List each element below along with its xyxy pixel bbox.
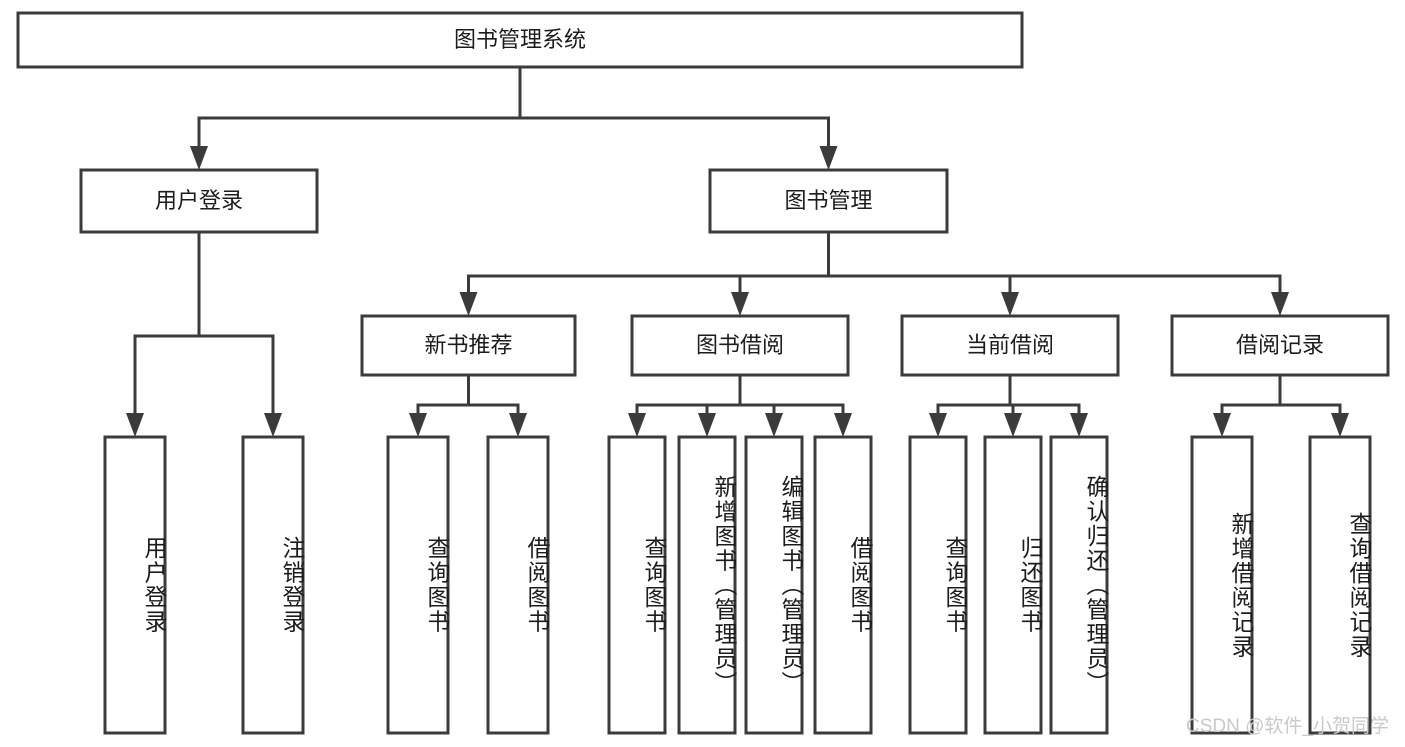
node-box-leaf-query-book-rec <box>386 435 450 735</box>
connector-arrowhead <box>126 413 144 437</box>
node-box-book-manage <box>708 168 949 234</box>
connector-arrowhead <box>459 292 478 316</box>
node-box-leaf-borrow-book-rec <box>486 435 550 735</box>
node-box-current-borrow <box>900 314 1120 377</box>
connector-arrowhead <box>1271 292 1289 316</box>
node-box-borrow-record <box>1170 314 1390 377</box>
connector-arrowhead <box>765 413 783 437</box>
node-label-new-book-rec: 新书推荐 <box>424 332 512 357</box>
connector-arrowhead <box>731 292 749 316</box>
node-box-leaf-confirm-return <box>1049 435 1109 735</box>
node-label-user-login: 用户登录 <box>155 188 243 213</box>
connector-arrowhead <box>1004 413 1022 437</box>
connector-layer <box>126 65 1349 437</box>
node-box-leaf-query-record <box>1308 435 1372 735</box>
node-box-new-book-rec <box>360 314 577 377</box>
node-box-layer <box>16 11 1390 735</box>
node-label-book-borrow: 图书借阅 <box>696 332 784 357</box>
node-box-leaf-query-book-bb <box>607 435 667 735</box>
connector-arrowhead <box>1070 413 1088 437</box>
node-label-root: 图书管理系统 <box>454 27 586 52</box>
watermark: CSDN @软件_小贺同学 <box>1186 716 1389 737</box>
node-box-leaf-borrow-book-bb <box>813 435 873 735</box>
connector-arrowhead <box>264 413 282 437</box>
connector-arrowhead <box>1213 413 1231 437</box>
connector-arrowhead <box>698 413 716 437</box>
node-box-book-borrow <box>630 314 850 377</box>
connector-arrowhead <box>929 413 947 437</box>
node-box-leaf-query-book-cb <box>908 435 968 735</box>
node-box-leaf-add-book <box>677 435 737 735</box>
connector-arrowhead <box>1001 292 1019 316</box>
node-label-borrow-record: 借阅记录 <box>1236 332 1324 357</box>
connector-arrowhead <box>409 413 427 437</box>
node-box-leaf-edit-book <box>744 435 804 735</box>
node-box-user-login <box>79 168 319 234</box>
node-box-leaf-user-login <box>103 435 167 735</box>
node-box-root <box>16 11 1024 69</box>
connector-arrowhead <box>509 413 527 437</box>
connector-arrowhead <box>628 413 646 437</box>
connector-arrowhead <box>834 413 852 437</box>
node-box-leaf-add-record <box>1190 435 1254 735</box>
connector-arrowhead <box>190 146 208 170</box>
connector-arrowhead <box>1331 413 1349 437</box>
node-box-leaf-return-book <box>983 435 1043 735</box>
node-box-leaf-logout <box>241 435 305 735</box>
node-label-book-manage: 图书管理 <box>784 188 872 213</box>
connector-arrowhead <box>819 146 838 170</box>
node-label-current-borrow: 当前借阅 <box>966 332 1054 357</box>
